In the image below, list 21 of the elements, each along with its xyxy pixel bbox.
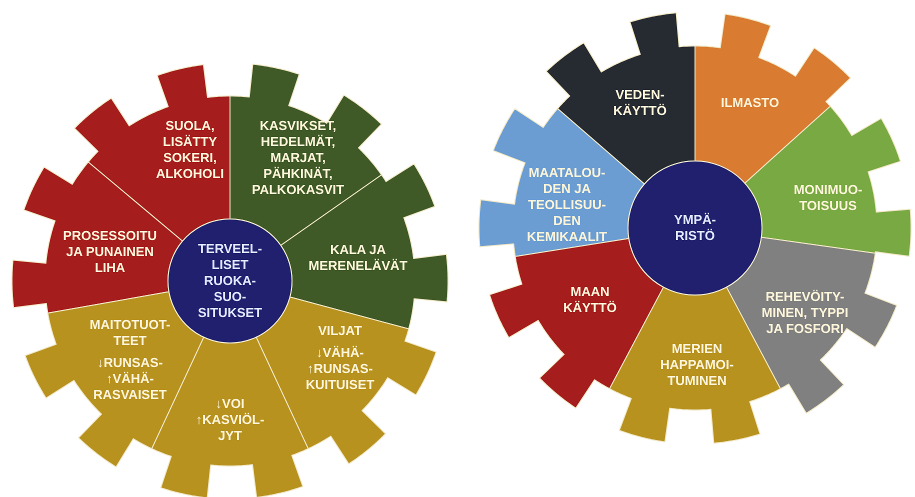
segment-label: ↓VOI ↑KASVIÖL- JYT bbox=[194, 396, 266, 444]
segment-label: MONIMUO- TOISUUS bbox=[792, 182, 864, 214]
segment-label: SUOLA, LISÄTTY SOKERI, ALKOHOLI bbox=[155, 118, 225, 182]
segment-label: KASVIKSET, HEDELMÄT, MARJAT, PÄHKINÄT, PALKOKASVIT bbox=[250, 118, 346, 198]
segment-label: ↓VÄHÄ- ↑RUNSAS- KUITUISET bbox=[304, 345, 376, 393]
segment-label: KALA JA MERENELÄVÄT bbox=[308, 242, 408, 274]
segment-label: ↓RUNSAS- ↑VÄHÄ- RASVAISET bbox=[92, 355, 168, 403]
hub-label: YMPÄ- RISTÖ bbox=[673, 212, 717, 244]
segment-label: MAATALOU- DEN JA TEOLLISUU- DEN KEMIKAALIT bbox=[526, 165, 608, 245]
segment-label: REHEVÖITY- MINEN, TYPPI JA FOSFORI bbox=[760, 289, 850, 337]
segment-label: VEDEN- KÄYTTÖ bbox=[612, 87, 668, 119]
segment-label: PROSESSOITU JA PUNAINEN LIHA bbox=[62, 228, 158, 276]
gear-segment bbox=[744, 106, 912, 257]
segment-label: ILMASTO bbox=[720, 95, 780, 111]
segment-label: MERIEN HAPPAMOI- TUMINEN bbox=[659, 341, 735, 389]
hub-label: TERVEEL- LISET RUOKA- SUO- SITUKSET bbox=[196, 241, 264, 321]
segment-label: MAAN KÄYTTÖ bbox=[562, 284, 618, 316]
segment-label: VILJAT bbox=[318, 323, 362, 339]
segment-label: MAITOTUOT- TEET bbox=[88, 317, 172, 349]
hub-circle bbox=[628, 160, 762, 296]
gear-segment bbox=[694, 14, 851, 184]
